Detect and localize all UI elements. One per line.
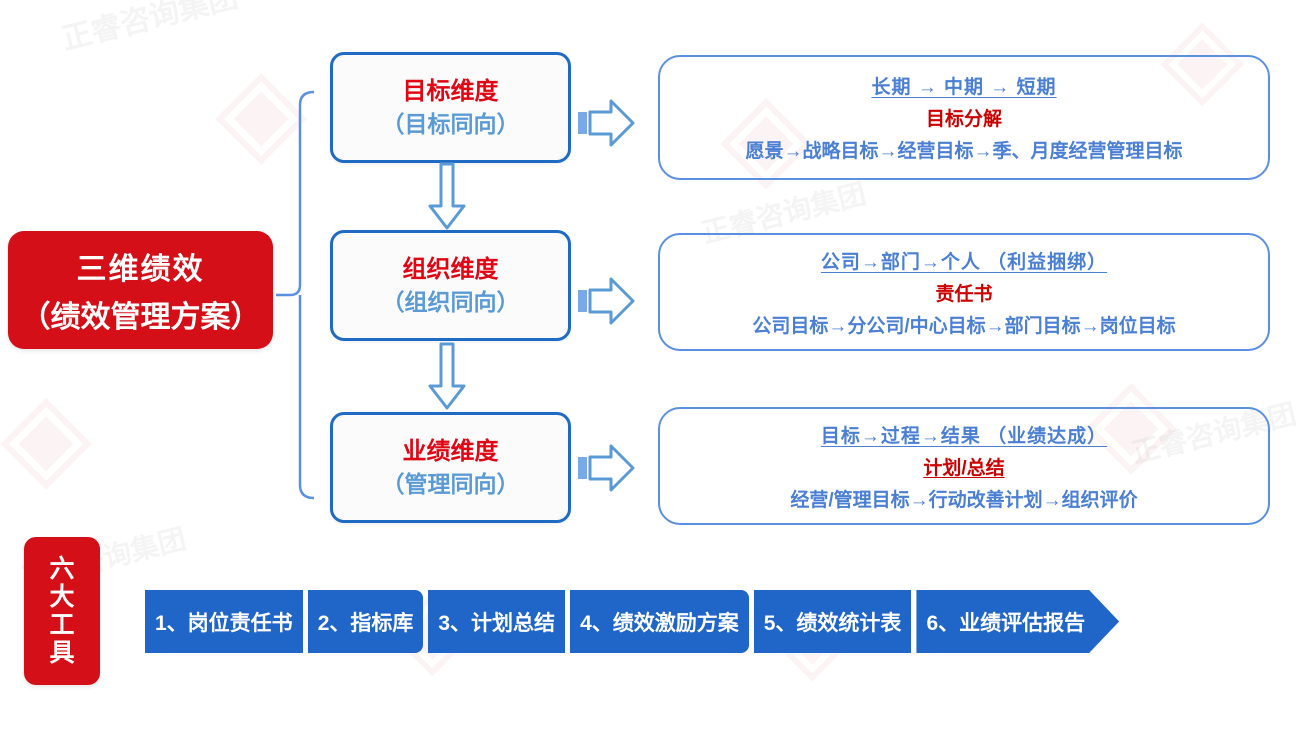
detail-keyword: 计划/总结 <box>923 457 1005 479</box>
detail-body: 公司目标→分公司/中心目标→部门目标→岗位目标 <box>752 315 1176 337</box>
arrow-right-icon <box>578 444 635 492</box>
tool-chip-label: 4、绩效激励方案 <box>580 611 739 635</box>
tools-strip: 1、岗位责任书 2、指标库 3、计划总结 4、绩效激励方案 5、绩效统计表 6、… <box>145 590 1119 653</box>
detail-keyword: 责任书 <box>935 283 993 305</box>
detail-box-performance[interactable]: 目标→过程→结果 （业绩达成） 计划/总结 经营/管理目标→行动改善计划→组织评… <box>658 407 1270 525</box>
master-title-line1: 三维绩效 <box>76 253 205 286</box>
detail-body: 愿景→战略目标→经营目标→季、月度经营管理目标 <box>745 141 1183 162</box>
tools-label-char: 工 <box>49 611 75 639</box>
tools-label-char: 具 <box>49 639 75 667</box>
dimension-subtitle: （目标同向） <box>381 110 520 137</box>
tools-label-char: 大 <box>49 583 75 611</box>
tool-chip-3[interactable]: 3、计划总结 <box>428 590 566 653</box>
tools-label-char: 六 <box>49 555 75 583</box>
tool-chip-6[interactable]: 6、业绩评估报告 <box>916 590 1119 653</box>
tool-chip-label: 6、业绩评估报告 <box>926 611 1086 635</box>
detail-box-goal[interactable]: 长期 → 中期 → 短期 目标分解 愿景→战略目标→经营目标→季、月度经营管理目… <box>658 55 1270 180</box>
master-title-line2: （绩效管理方案） <box>20 301 261 334</box>
detail-header: 公司→部门→个人 （利益捆绑） <box>820 251 1108 273</box>
tool-chip-label: 2、指标库 <box>317 611 414 635</box>
dimension-title: 目标维度 <box>402 77 499 105</box>
tool-chip-label: 5、绩效统计表 <box>763 611 902 635</box>
detail-keyword: 目标分解 <box>925 109 1002 130</box>
watermark-text: 正睿咨询集团 <box>58 0 242 58</box>
detail-body: 经营/管理目标→行动改善计划→组织评价 <box>790 489 1138 511</box>
detail-header: 长期 → 中期 → 短期 <box>871 77 1057 98</box>
arrow-down-icon <box>428 162 466 230</box>
dimension-subtitle: （管理同向） <box>381 470 520 497</box>
arrow-right-icon <box>578 277 635 325</box>
tool-chip-label: 1、岗位责任书 <box>155 611 293 635</box>
dimension-subtitle: （组织同向） <box>381 288 520 315</box>
dimension-box-goal[interactable]: 目标维度 （目标同向） <box>330 52 571 163</box>
detail-box-organization[interactable]: 公司→部门→个人 （利益捆绑） 责任书 公司目标→分公司/中心目标→部门目标→岗… <box>658 233 1270 351</box>
arrow-down-icon <box>428 342 466 410</box>
tool-chip-4[interactable]: 4、绩效激励方案 <box>570 590 749 653</box>
dimension-title: 组织维度 <box>402 255 499 283</box>
tool-chip-2[interactable]: 2、指标库 <box>307 590 424 653</box>
dimension-box-performance[interactable]: 业绩维度 （管理同向） <box>330 412 571 523</box>
brace-connector <box>276 90 315 500</box>
dimension-title: 业绩维度 <box>402 437 499 465</box>
detail-header: 目标→过程→结果 （业绩达成） <box>820 425 1108 447</box>
six-tools-label: 六 大 工 具 <box>24 537 100 685</box>
tool-chip-1[interactable]: 1、岗位责任书 <box>145 590 303 653</box>
master-concept-box[interactable]: 三维绩效 （绩效管理方案） <box>8 231 273 349</box>
tool-chip-label: 3、计划总结 <box>438 611 556 635</box>
watermark-mark: ◈ <box>0 365 93 504</box>
arrow-right-icon <box>578 99 635 147</box>
tool-chip-5[interactable]: 5、绩效统计表 <box>753 590 912 653</box>
dimension-box-organization[interactable]: 组织维度 （组织同向） <box>330 230 571 341</box>
